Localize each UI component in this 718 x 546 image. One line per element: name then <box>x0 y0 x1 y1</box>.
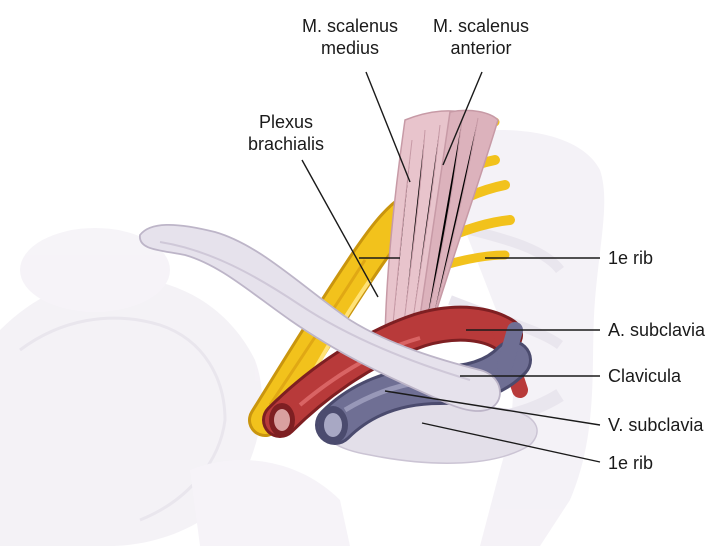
label-scalenus-medius-1: M. scalenus <box>302 16 398 36</box>
label-v-subclavia: V. subclavia <box>608 415 704 435</box>
label-clavicula: Clavicula <box>608 366 682 386</box>
label-rib-bottom: 1e rib <box>608 453 653 473</box>
label-plexus-1: Plexus <box>259 112 313 132</box>
label-rib-top: 1e rib <box>608 248 653 268</box>
label-a-subclavia: A. subclavia <box>608 320 706 340</box>
label-scalenus-anterior-2: anterior <box>450 38 511 58</box>
label-scalenus-medius-2: medius <box>321 38 379 58</box>
label-plexus-2: brachialis <box>248 134 324 154</box>
label-scalenus-anterior-1: M. scalenus <box>433 16 529 36</box>
